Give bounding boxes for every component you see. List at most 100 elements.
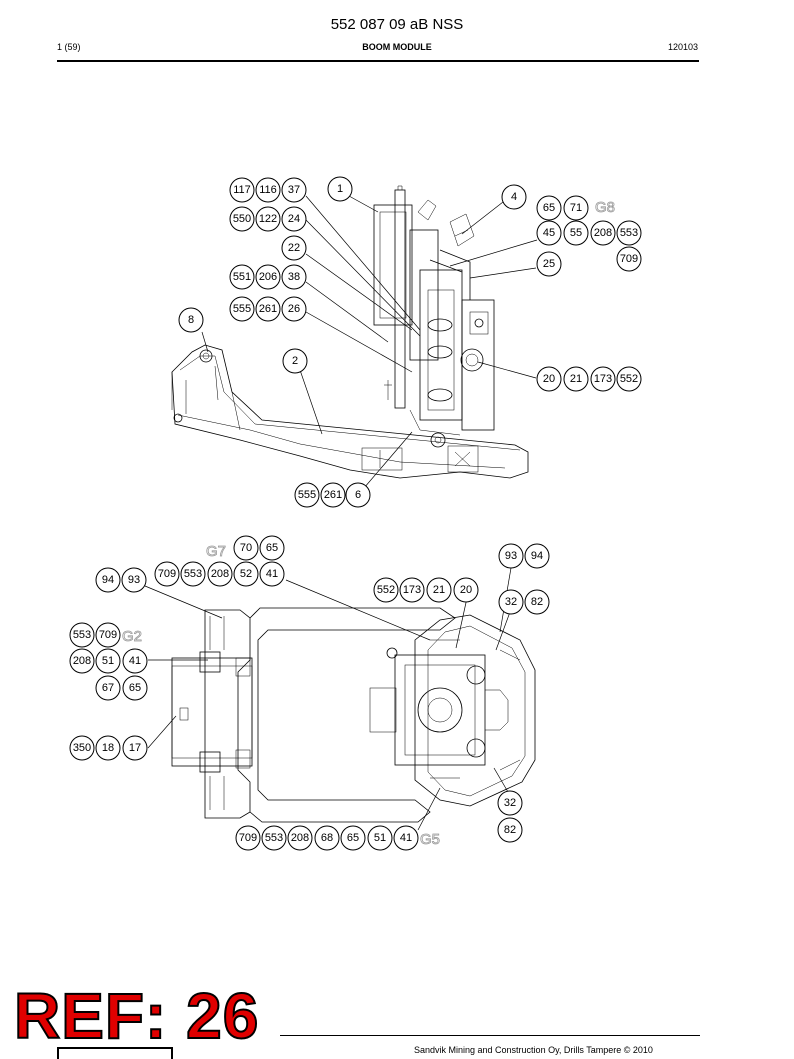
svg-text:173: 173 (403, 584, 421, 596)
svg-text:65: 65 (129, 682, 141, 694)
svg-text:208: 208 (211, 568, 229, 580)
svg-text:6: 6 (355, 489, 361, 501)
svg-text:552: 552 (377, 584, 395, 596)
group-tag: G8 (595, 199, 615, 216)
callout-balloon: 553 (69, 622, 95, 648)
callout-balloon: 93 (121, 567, 147, 593)
svg-text:173: 173 (594, 373, 612, 385)
svg-text:65: 65 (543, 202, 555, 214)
callout-balloon: 117 (229, 177, 255, 203)
callout-balloon: 709 (616, 246, 642, 272)
group-tag: G5 (420, 831, 440, 848)
svg-text:82: 82 (531, 596, 543, 608)
svg-text:1: 1 (337, 183, 343, 195)
footer-rule (280, 1035, 700, 1036)
callout-balloon: 261 (320, 482, 346, 508)
svg-text:208: 208 (291, 832, 309, 844)
svg-text:94: 94 (531, 550, 543, 562)
svg-text:68: 68 (321, 832, 333, 844)
callout-balloon: 6 (345, 482, 371, 508)
callout-balloon: 709 (95, 622, 121, 648)
callout-balloon: 41 (122, 648, 148, 674)
callout-balloon: 24 (281, 206, 307, 232)
callout-balloon: 21 (563, 366, 589, 392)
callout-balloon: 55 (563, 220, 589, 246)
svg-text:4: 4 (511, 191, 517, 203)
callout-balloon: 37 (281, 177, 307, 203)
svg-text:22: 22 (288, 242, 300, 254)
callout-balloon: 70 (233, 535, 259, 561)
svg-text:25: 25 (543, 258, 555, 270)
callout-balloon: 45 (536, 220, 562, 246)
callout-balloon: 82 (497, 817, 523, 843)
svg-text:17: 17 (129, 742, 141, 754)
callout-balloon: 65 (259, 535, 285, 561)
top-view-callouts: 70 65 709 553 208 52 41 94 93 552 173 21… (69, 535, 550, 851)
svg-text:82: 82 (504, 824, 516, 836)
svg-text:117: 117 (233, 184, 251, 196)
svg-text:261: 261 (324, 489, 342, 501)
callout-balloon: 555 (294, 482, 320, 508)
callout-balloon: 94 (95, 567, 121, 593)
callout-balloon: 553 (261, 825, 287, 851)
svg-text:552: 552 (620, 373, 638, 385)
svg-text:32: 32 (504, 797, 516, 809)
svg-text:116: 116 (259, 184, 277, 196)
callout-balloon: 20 (453, 577, 479, 603)
callout-balloon: 709 (235, 825, 261, 851)
callout-balloon: 32 (497, 790, 523, 816)
svg-text:38: 38 (288, 271, 300, 283)
svg-text:709: 709 (620, 253, 638, 265)
callout-balloon: 52 (233, 561, 259, 587)
callout-balloon: 25 (536, 251, 562, 277)
svg-text:709: 709 (239, 832, 257, 844)
callout-balloon: 65 (340, 825, 366, 851)
svg-text:555: 555 (233, 303, 251, 315)
callout-balloon: 94 (524, 543, 550, 569)
callout-balloon: 208 (207, 561, 233, 587)
callout-balloon: 4 (501, 184, 527, 210)
callout-balloon: 65 (122, 675, 148, 701)
callout-balloon: 261 (255, 296, 281, 322)
brand-logo (57, 1047, 173, 1059)
callout-balloon: 206 (255, 264, 281, 290)
callout-balloon: 93 (498, 543, 524, 569)
svg-text:32: 32 (505, 596, 517, 608)
callout-balloon: 552 (373, 577, 399, 603)
svg-text:93: 93 (128, 574, 140, 586)
svg-text:51: 51 (374, 832, 386, 844)
top-view-boom-drawing (171, 607, 536, 823)
callout-balloon: 65 (536, 195, 562, 221)
svg-text:550: 550 (233, 213, 251, 225)
svg-text:553: 553 (620, 227, 638, 239)
footer-copyright: Sandvik Mining and Construction Oy, Dril… (414, 1045, 653, 1055)
callout-balloon: 350 (69, 735, 95, 761)
svg-text:555: 555 (298, 489, 316, 501)
ref-stamp: REF: 26 (13, 980, 260, 1052)
callout-balloon: 552 (616, 366, 642, 392)
svg-text:93: 93 (505, 550, 517, 562)
callout-balloon: 555 (229, 296, 255, 322)
callout-balloon: 21 (426, 577, 452, 603)
svg-text:67: 67 (102, 682, 114, 694)
svg-text:709: 709 (158, 568, 176, 580)
group-tag: G2 (122, 628, 142, 645)
svg-text:65: 65 (266, 542, 278, 554)
svg-text:65: 65 (347, 832, 359, 844)
side-view-boom-drawing (171, 185, 529, 479)
svg-text:709: 709 (99, 629, 117, 641)
callout-balloon: 208 (287, 825, 313, 851)
svg-text:553: 553 (184, 568, 202, 580)
callout-balloon: 550 (229, 206, 255, 232)
callout-balloon: 208 (590, 220, 616, 246)
callout-balloon: 51 (367, 825, 393, 851)
callout-balloon: 553 (616, 220, 642, 246)
svg-text:21: 21 (433, 584, 445, 596)
svg-text:41: 41 (266, 568, 278, 580)
callout-balloon: 68 (314, 825, 340, 851)
callout-balloon: 71 (563, 195, 589, 221)
side-view-leader-lines (201, 195, 538, 489)
svg-text:51: 51 (102, 655, 114, 667)
svg-text:70: 70 (240, 542, 252, 554)
